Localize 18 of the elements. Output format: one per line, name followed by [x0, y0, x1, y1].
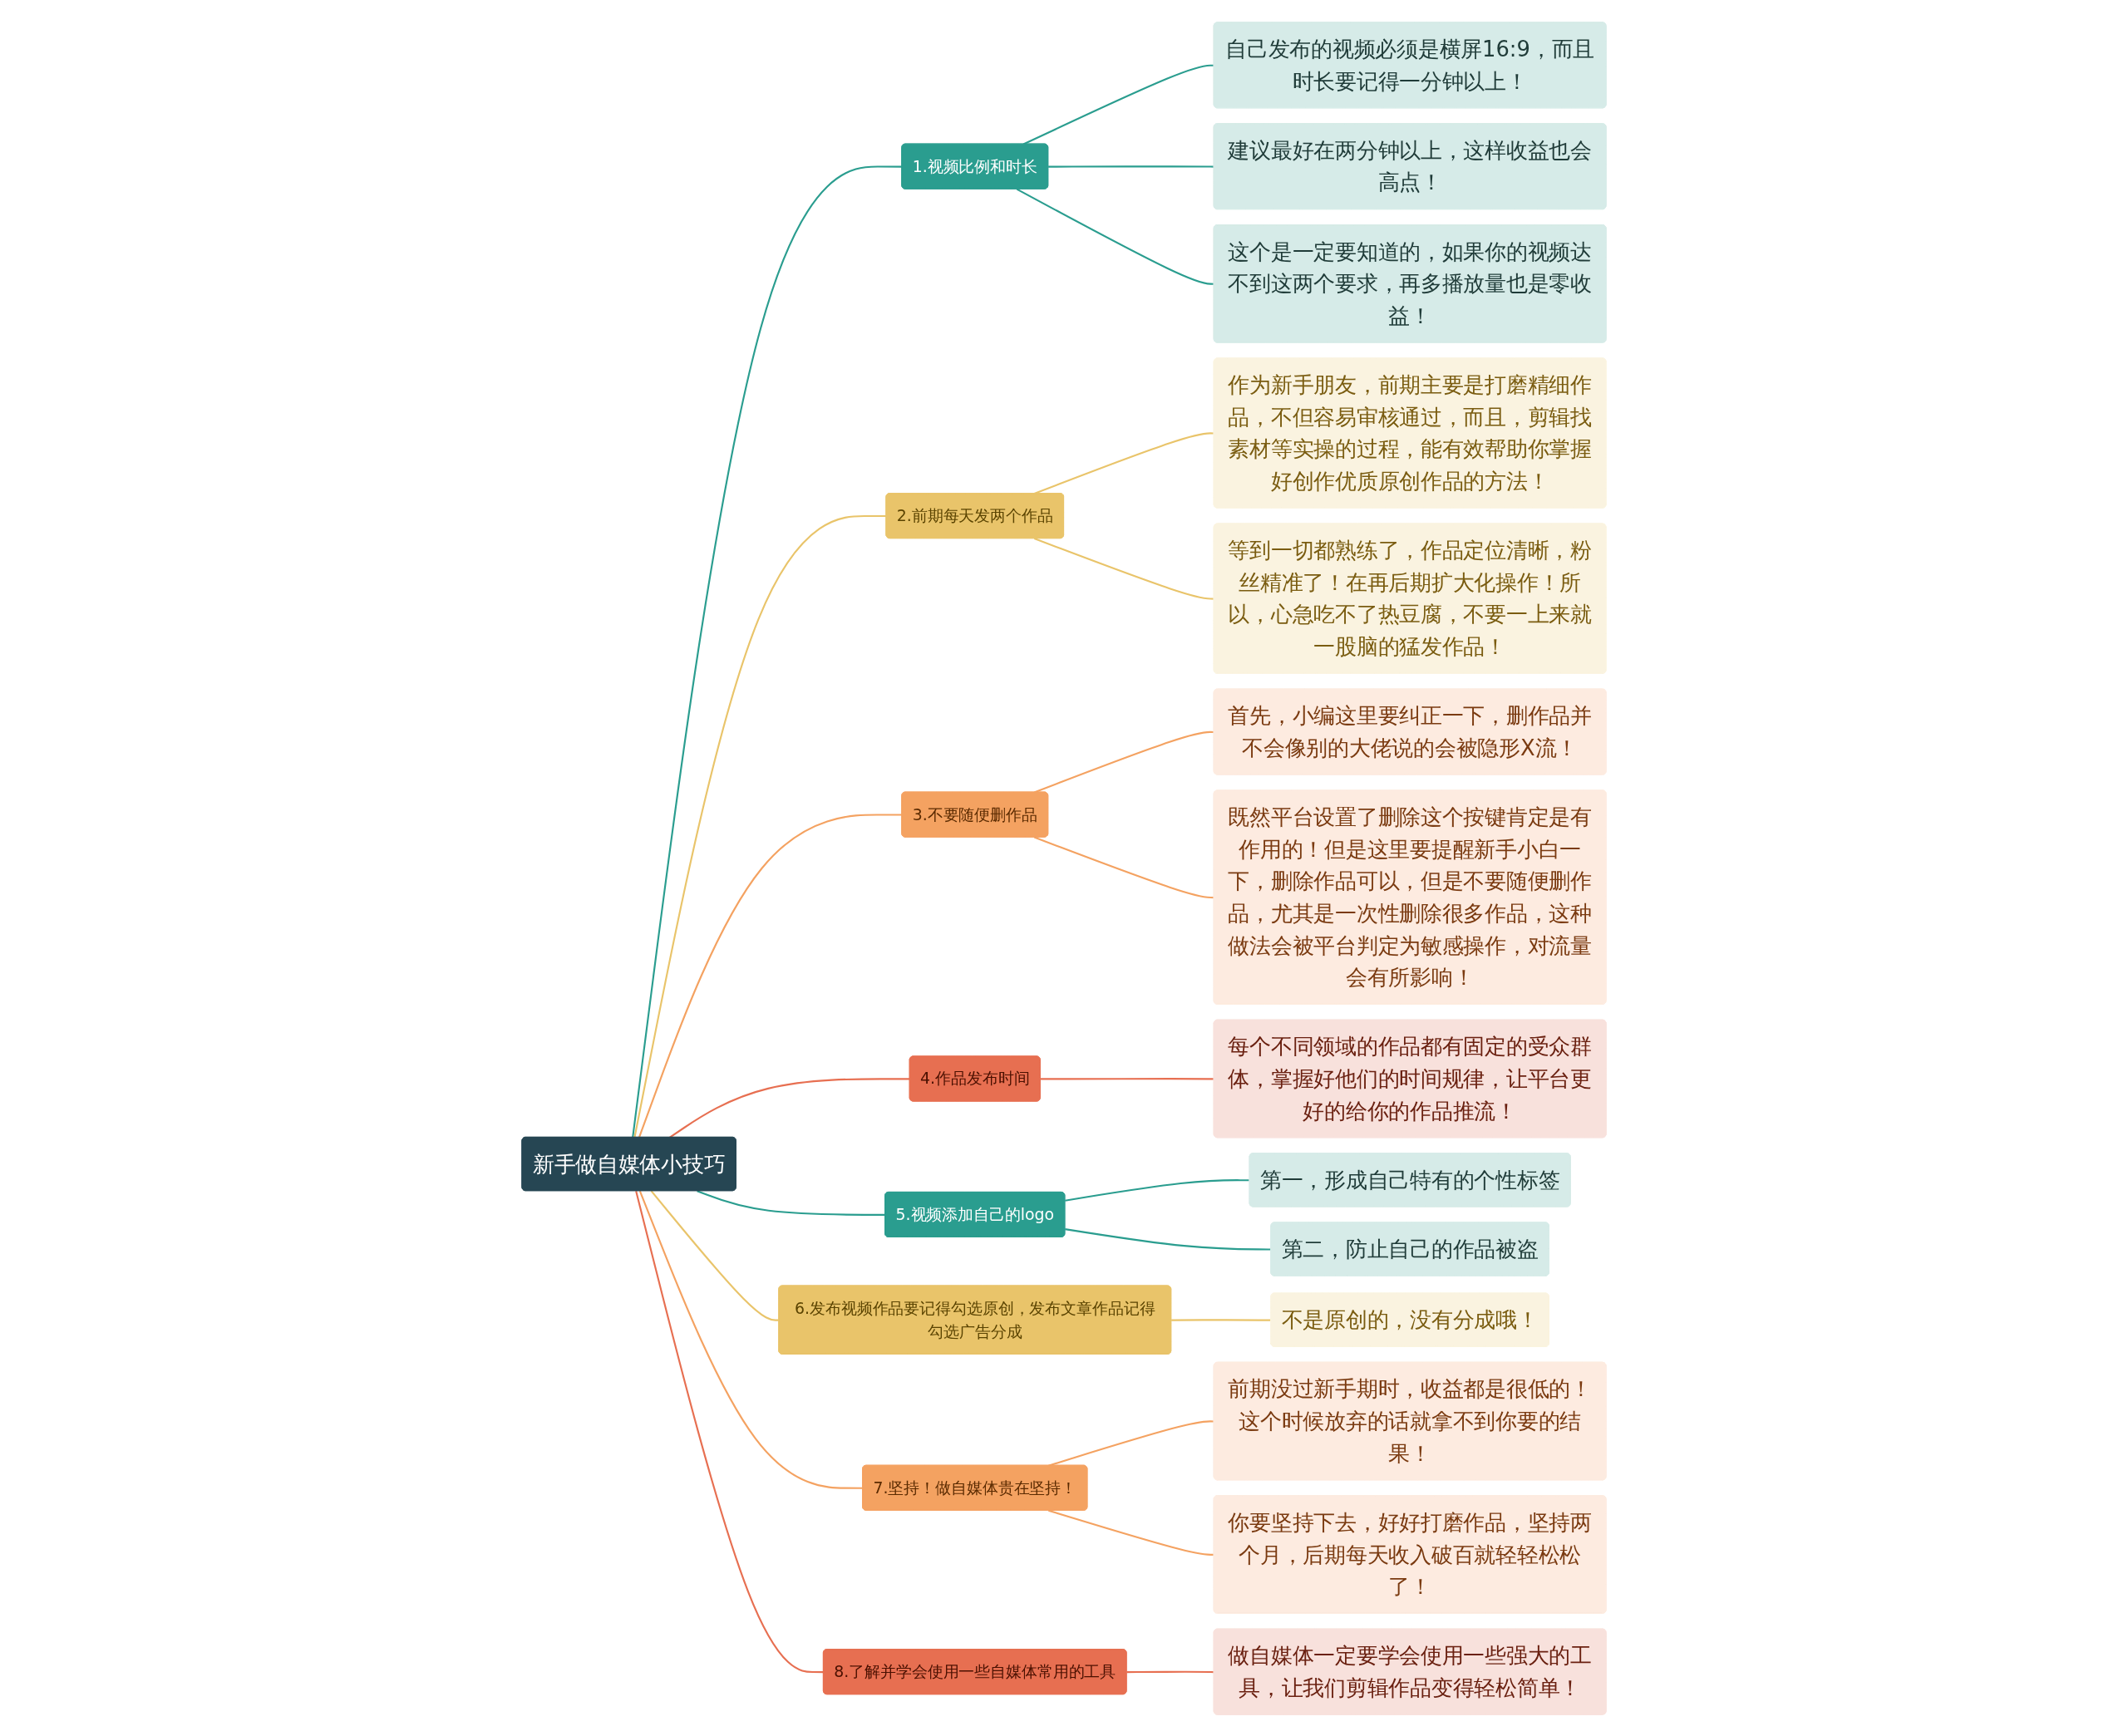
connector	[1033, 431, 1214, 494]
connector	[1048, 165, 1214, 168]
connector	[1033, 836, 1214, 898]
connector	[1171, 1318, 1272, 1321]
connector	[633, 514, 887, 1138]
connector	[650, 1189, 780, 1321]
connector	[1065, 1227, 1272, 1251]
connector	[635, 1190, 824, 1673]
connector	[1016, 188, 1214, 285]
connector	[1065, 1178, 1250, 1202]
connector	[638, 1190, 864, 1489]
connector	[638, 813, 903, 1138]
connector	[1126, 1670, 1214, 1673]
connector	[1040, 1077, 1214, 1079]
connector	[697, 1189, 886, 1216]
connector	[1033, 537, 1214, 600]
connector	[1048, 1509, 1214, 1556]
connector	[632, 165, 903, 1138]
